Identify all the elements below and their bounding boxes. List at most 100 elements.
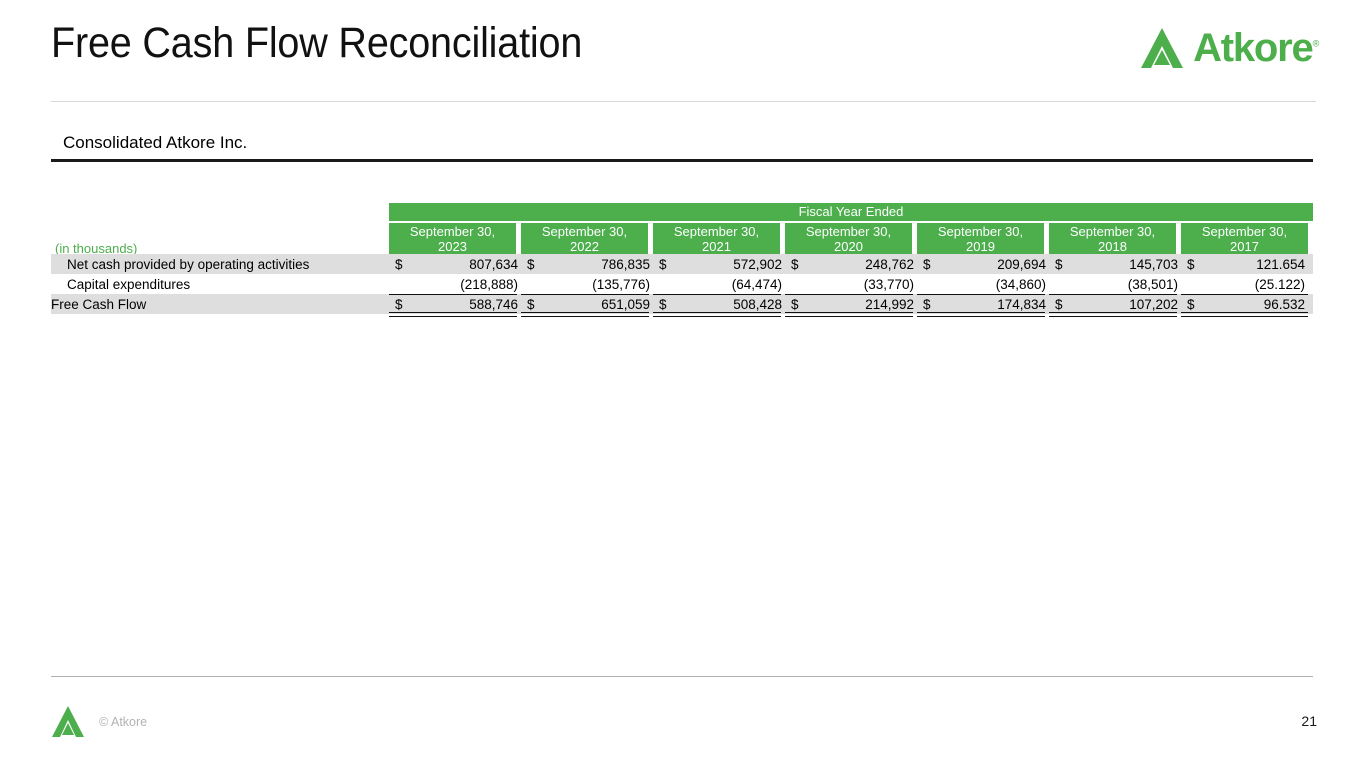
column-header-2023: September 30, 2023 xyxy=(389,223,521,254)
cell-2021: $ 508,428 xyxy=(653,294,785,317)
atkore-wordmark-text: Atkore xyxy=(1193,26,1314,70)
table-row-total: Free Cash Flow $ 588,746 $ 651,059 $ 508… xyxy=(51,294,1313,317)
cell-value: 651,059 xyxy=(601,296,650,312)
column-header-date: September 30, xyxy=(1069,224,1156,239)
column-header-year: 2019 xyxy=(966,239,995,254)
cell-2022: $ 786,835 xyxy=(521,254,653,274)
column-header-date: September 30, xyxy=(937,224,1024,239)
column-header-date: September 30, xyxy=(1201,224,1288,239)
copyright-text: © Atkore xyxy=(99,714,148,729)
cell-2021: $ 572,902 xyxy=(653,254,785,274)
cell-value: 214,992 xyxy=(865,296,914,312)
page-number: 21 xyxy=(1301,713,1317,729)
column-header-date: September 30, xyxy=(805,224,892,239)
cell-value: 107,202 xyxy=(1129,296,1178,312)
cell-value: (25.122) xyxy=(1254,276,1305,292)
table-row: Net cash provided by operating activitie… xyxy=(51,254,1313,274)
cell-2020: $ 248,762 xyxy=(785,254,917,274)
table-group-header: Fiscal Year Ended xyxy=(389,203,1313,221)
cell-value: (38,501) xyxy=(1127,276,1178,292)
currency-symbol: $ xyxy=(659,256,667,272)
cell-value: 572,902 xyxy=(733,256,782,272)
row-label: Free Cash Flow xyxy=(51,296,147,312)
currency-symbol: $ xyxy=(659,296,667,312)
row-label: Capital expenditures xyxy=(67,276,191,292)
currency-symbol: $ xyxy=(1187,296,1195,312)
currency-symbol: $ xyxy=(923,296,931,312)
table-header-row: September 30, 2023 September 30, 2022 Se… xyxy=(389,223,1313,254)
cell-2021: (64,474) xyxy=(653,274,785,294)
cell-2023: $ 588,746 xyxy=(389,294,521,317)
cell-value: 508,428 xyxy=(733,296,782,312)
currency-symbol: $ xyxy=(1055,296,1063,312)
cell-2022: (135,776) xyxy=(521,274,653,294)
currency-symbol: $ xyxy=(791,256,799,272)
cell-2019: $ 174,834 xyxy=(917,294,1049,317)
units-note: (in thousands) xyxy=(55,241,138,256)
currency-symbol: $ xyxy=(395,256,403,272)
footer-branding: © Atkore xyxy=(51,705,147,738)
column-header-date: September 30, xyxy=(541,224,628,239)
column-header-year: 2017 xyxy=(1230,239,1259,254)
cell-2018: (38,501) xyxy=(1049,274,1181,294)
table-row: Capital expenditures (218,888) (135,776)… xyxy=(51,274,1313,294)
column-header-2019: September 30, 2019 xyxy=(917,223,1049,254)
row-label: Net cash provided by operating activitie… xyxy=(67,256,310,272)
column-header-year: 2022 xyxy=(570,239,599,254)
currency-symbol: $ xyxy=(1187,256,1195,272)
column-header-year: 2018 xyxy=(1098,239,1127,254)
cell-value: 121.654 xyxy=(1256,256,1305,272)
cell-2020: $ 214,992 xyxy=(785,294,917,317)
cell-2017: $ 121.654 xyxy=(1181,254,1308,274)
trademark-symbol: ® xyxy=(1312,38,1320,49)
cell-value: 786,835 xyxy=(601,256,650,272)
cell-2020: (33,770) xyxy=(785,274,917,294)
cell-2022: $ 651,059 xyxy=(521,294,653,317)
page-title: Free Cash Flow Reconciliation xyxy=(51,19,583,67)
cell-2019: (34,860) xyxy=(917,274,1049,294)
cell-2017: (25.122) xyxy=(1181,274,1308,294)
title-divider xyxy=(51,101,1316,102)
currency-symbol: $ xyxy=(1055,256,1063,272)
atkore-triangle-icon xyxy=(1141,28,1184,68)
atkore-logo: Atkore® xyxy=(1140,26,1320,70)
cell-value: 588,746 xyxy=(469,296,518,312)
column-header-2017: September 30, 2017 xyxy=(1181,223,1308,254)
currency-symbol: $ xyxy=(395,296,403,312)
cell-2023: (218,888) xyxy=(389,274,521,294)
table-body: Net cash provided by operating activitie… xyxy=(51,254,1313,317)
cell-value: 248,762 xyxy=(865,256,914,272)
currency-symbol: $ xyxy=(527,296,535,312)
column-header-year: 2023 xyxy=(438,239,467,254)
cell-2017: $ 96.532 xyxy=(1181,294,1308,317)
column-header-year: 2021 xyxy=(702,239,731,254)
currency-symbol: $ xyxy=(923,256,931,272)
column-header-2018: September 30, 2018 xyxy=(1049,223,1181,254)
column-header-year: 2020 xyxy=(834,239,863,254)
cell-2019: $ 209,694 xyxy=(917,254,1049,274)
cell-value: 209,694 xyxy=(997,256,1046,272)
cell-value: (34,860) xyxy=(995,276,1046,292)
cell-value: 96.532 xyxy=(1263,296,1305,312)
subtitle-divider xyxy=(51,159,1313,162)
cell-2018: $ 145,703 xyxy=(1049,254,1181,274)
cell-value: (64,474) xyxy=(731,276,782,292)
cell-value: 174,834 xyxy=(997,296,1046,312)
currency-symbol: $ xyxy=(527,256,535,272)
column-header-2022: September 30, 2022 xyxy=(521,223,653,254)
cell-value: (218,888) xyxy=(460,276,518,292)
cell-2023: $ 807,634 xyxy=(389,254,521,274)
column-header-date: September 30, xyxy=(409,224,496,239)
subtitle: Consolidated Atkore Inc. xyxy=(63,133,248,152)
column-header-2021: September 30, 2021 xyxy=(653,223,785,254)
fcf-table: Fiscal Year Ended September 30, 2023 Sep… xyxy=(51,203,1313,317)
atkore-triangle-icon xyxy=(52,706,84,737)
footer-divider xyxy=(51,676,1313,677)
cell-value: 807,634 xyxy=(469,256,518,272)
column-header-date: September 30, xyxy=(673,224,760,239)
cell-value: (33,770) xyxy=(863,276,914,292)
cell-2018: $ 107,202 xyxy=(1049,294,1181,317)
column-header-2020: September 30, 2020 xyxy=(785,223,917,254)
currency-symbol: $ xyxy=(791,296,799,312)
cell-value: 145,703 xyxy=(1129,256,1178,272)
